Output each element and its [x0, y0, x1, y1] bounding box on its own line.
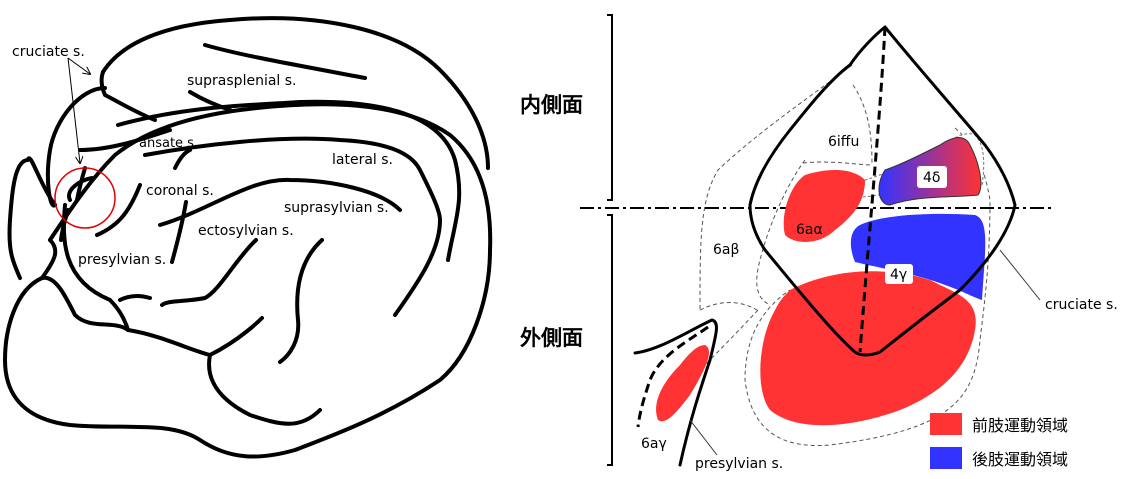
- label-ansate: ansate s.: [139, 136, 198, 151]
- label-lateral: lateral s.: [332, 152, 393, 168]
- cruciate-line: [858, 26, 887, 353]
- arrow-icon: [67, 57, 90, 74]
- arrow-icon: [67, 57, 80, 163]
- label-cruciate: cruciate s.: [12, 44, 85, 60]
- label-coronal: coronal s.: [146, 183, 214, 199]
- label-presylvian-right: presylvian s.: [695, 456, 783, 472]
- brain-lateral-view: [3, 16, 493, 459]
- legend-swatch-forelimb: [930, 413, 962, 435]
- area-6a-gamma-forelimb: [656, 345, 710, 422]
- legend-label-forelimb: 前肢運動領域: [972, 416, 1068, 435]
- area-label-6iffu: 6iffu: [828, 134, 859, 150]
- label-cruciate-right: cruciate s.: [1045, 297, 1118, 313]
- area-label-4delta: 4δ: [923, 170, 940, 186]
- area-label-4gamma: 4γ: [890, 267, 907, 283]
- area-label-6abeta: 6aβ: [713, 242, 739, 258]
- label-suprasylvian: suprasylvian s.: [284, 200, 389, 216]
- legend-label-hindlimb: 後肢運動領域: [972, 450, 1068, 469]
- area-forelimb-lateral: [760, 271, 976, 426]
- label-suprasplenial: suprasplenial s.: [187, 73, 297, 89]
- brackets: [607, 14, 613, 466]
- highlight-circle: [54, 167, 116, 229]
- area-6a-alpha-forelimb: [783, 170, 865, 242]
- label-medial-surface: 内側面: [520, 93, 583, 117]
- label-presylvian: presylvian s.: [78, 252, 166, 268]
- motor-map: [580, 14, 1055, 469]
- label-ectosylvian: ectosylvian s.: [198, 223, 294, 239]
- legend-swatch-hindlimb: [930, 447, 962, 469]
- motor-outline: [748, 25, 1017, 357]
- area-4-gamma-hindlimb: [850, 213, 986, 300]
- area-label-6agamma: 6aγ: [641, 436, 667, 452]
- area-label-6aalpha: 6aα: [796, 222, 823, 238]
- label-lateral-surface: 外側面: [520, 326, 583, 350]
